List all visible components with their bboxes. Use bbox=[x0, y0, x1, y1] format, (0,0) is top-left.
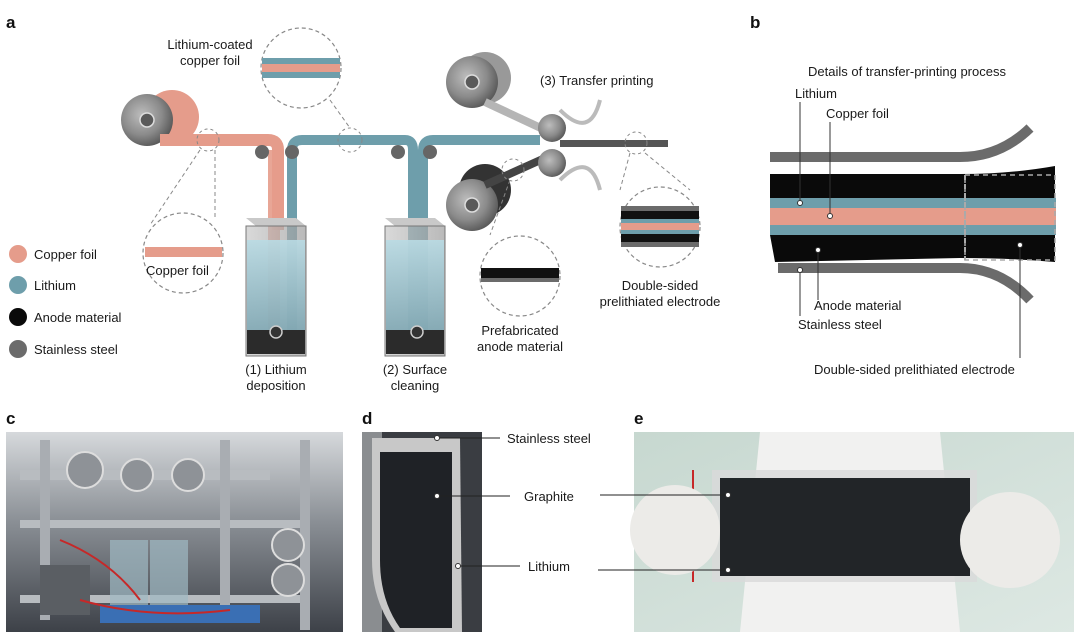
label-b-anode: Anode material bbox=[814, 298, 902, 313]
panel-label-b: b bbox=[750, 13, 760, 32]
transfer-detail-schematic bbox=[770, 102, 1056, 358]
label-copper-foil-zoom: Copper foil bbox=[146, 263, 209, 278]
label-b-steel: Stainless steel bbox=[798, 317, 882, 332]
label-prefab-2: anode material bbox=[477, 339, 563, 354]
lithium-coated-strip-2 bbox=[418, 135, 540, 330]
legend-label-steel: Stainless steel bbox=[34, 342, 118, 357]
zoom-lithium-coated bbox=[260, 27, 363, 153]
panel-label-d: d bbox=[362, 409, 372, 428]
label-double-1: Double-sided bbox=[622, 278, 699, 293]
label-step2-2: cleaning bbox=[391, 378, 439, 393]
legend-swatch-lithium bbox=[9, 276, 27, 294]
guide-rollers bbox=[255, 145, 437, 159]
zoom-copper-foil bbox=[142, 128, 224, 294]
transfer-printing-rollers bbox=[538, 99, 602, 191]
label-b-title: Details of transfer-printing process bbox=[808, 64, 1006, 79]
copper-supply-roll bbox=[121, 90, 199, 146]
zoom-double-sided bbox=[619, 131, 701, 268]
legend-swatch-anode bbox=[9, 308, 27, 326]
label-step1-2: deposition bbox=[246, 378, 305, 393]
legend-label-anode: Anode material bbox=[34, 310, 122, 325]
label-lithium-coated-1: Lithium-coated bbox=[167, 37, 252, 52]
label-prefab-1: Prefabricated bbox=[481, 323, 558, 338]
zoom-prefab-anode bbox=[479, 158, 561, 317]
upper-steel-strip bbox=[483, 98, 547, 134]
label-double-2: prelithiated electrode bbox=[600, 294, 721, 309]
panel-label-e: e bbox=[634, 409, 643, 428]
tank-surface-cleaning bbox=[384, 218, 446, 357]
copper-foil-strip bbox=[160, 134, 284, 230]
label-d-lithium: Lithium bbox=[528, 559, 570, 574]
photo-roll-to-roll-machine bbox=[6, 432, 343, 632]
label-b-lithium: Lithium bbox=[795, 86, 837, 101]
label-step1-1: (1) Lithium bbox=[245, 362, 306, 377]
panel-label-c: c bbox=[6, 409, 15, 428]
panel-label-a: a bbox=[6, 13, 16, 32]
label-lithium-coated-2: copper foil bbox=[180, 53, 240, 68]
lower-anode-strip bbox=[483, 154, 547, 189]
label-b-double: Double-sided prelithiated electrode bbox=[814, 362, 1015, 377]
legend-label-copper: Copper foil bbox=[34, 247, 97, 262]
tank-lithium-deposition bbox=[245, 218, 307, 357]
legend: Copper foil Lithium Anode material Stain… bbox=[9, 245, 122, 358]
upper-steel-roll bbox=[446, 52, 511, 108]
output-electrode-strip bbox=[560, 140, 668, 147]
legend-swatch-steel bbox=[9, 340, 27, 358]
label-transfer-printing: (3) Transfer printing bbox=[540, 73, 653, 88]
label-step2-1: (2) Surface bbox=[383, 362, 447, 377]
legend-label-lithium: Lithium bbox=[34, 278, 76, 293]
label-b-copper: Copper foil bbox=[826, 106, 889, 121]
photo-large-electrode bbox=[598, 432, 1074, 632]
label-d-steel: Stainless steel bbox=[507, 431, 591, 446]
legend-swatch-copper bbox=[9, 245, 27, 263]
photo-electrode-roll bbox=[362, 432, 520, 632]
label-d-graphite: Graphite bbox=[524, 489, 574, 504]
